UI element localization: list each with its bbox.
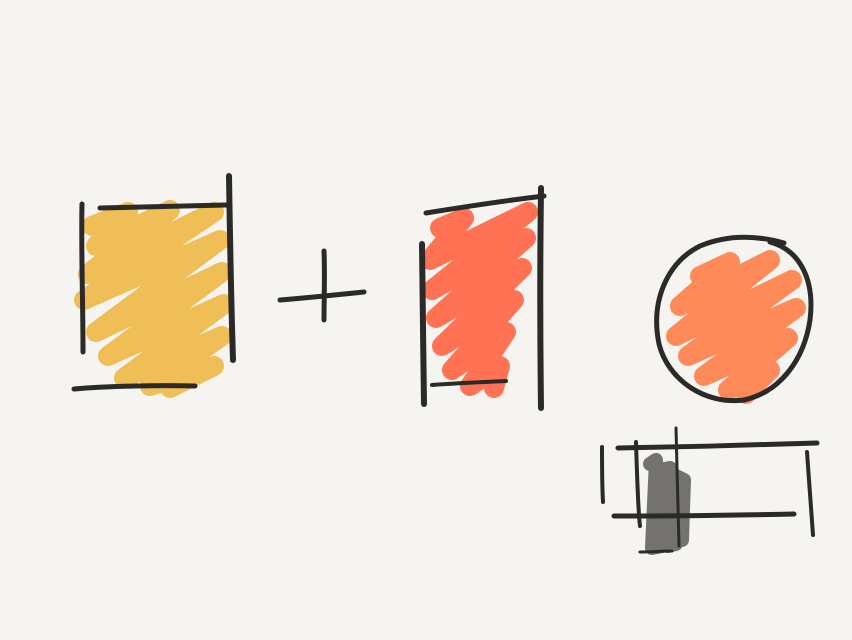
yellow-rectangle (71, 173, 236, 398)
plus-horizontal-line (277, 289, 367, 303)
gray-bottom-line (638, 549, 674, 554)
yellow-bottom-line (71, 383, 198, 392)
red-scribble-fill (420, 202, 538, 398)
gray-middle-line (611, 511, 797, 519)
gray-inner-vertical-line (674, 426, 681, 548)
red-top-line (423, 193, 547, 216)
red-left-line (419, 241, 427, 407)
yellow-scribble-fill (74, 200, 234, 398)
gray-sketch-rectangle (600, 426, 820, 555)
gray-right-line (805, 450, 815, 537)
red-right-line (537, 185, 544, 411)
gray-inner-left-line (634, 440, 642, 528)
gray-left-line (600, 445, 605, 504)
yellow-left-line (79, 201, 86, 355)
yellow-top-line (97, 202, 229, 211)
yellow-right-line (226, 173, 236, 363)
gray-top-line (615, 440, 820, 451)
red-rectangle (419, 185, 547, 411)
orange-scribble-fill (666, 250, 806, 404)
orange-circle (654, 234, 814, 404)
plus-sign (277, 248, 367, 323)
orange-circle-outline (654, 234, 814, 404)
red-bottom-line (430, 379, 508, 387)
